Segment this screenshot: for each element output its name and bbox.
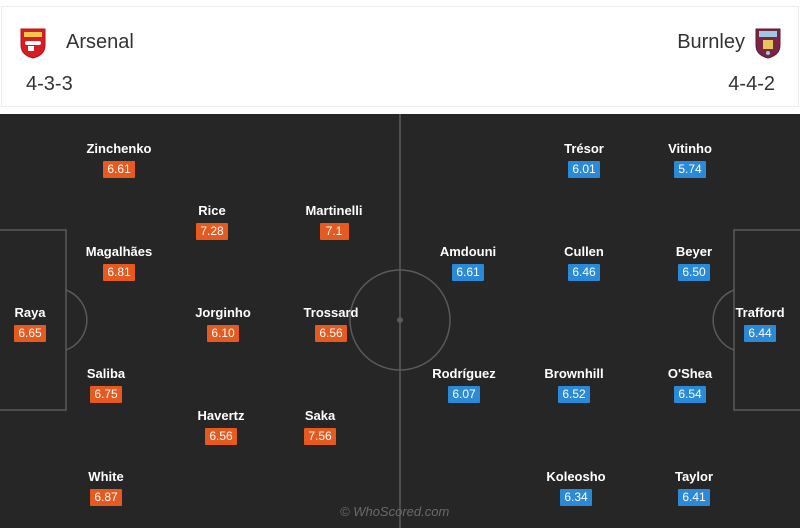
player-magalhaes[interactable]: Magalhães 6.81 bbox=[74, 244, 164, 281]
pitch: Zinchenko 6.61 Rice 7.28 Martinelli 7.1 … bbox=[0, 114, 800, 528]
player-zinchenko[interactable]: Zinchenko 6.61 bbox=[74, 141, 164, 178]
player-white[interactable]: White 6.87 bbox=[61, 469, 151, 506]
match-header: Arsenal 4-3-3 Burnley 4-4-2 bbox=[1, 6, 799, 107]
player-rating: 6.44 bbox=[744, 325, 776, 342]
player-rating: 6.07 bbox=[448, 386, 480, 403]
player-rating: 6.56 bbox=[205, 428, 237, 445]
arsenal-crest-icon bbox=[20, 28, 46, 59]
player-name: Havertz bbox=[197, 408, 245, 423]
player-rating: 6.41 bbox=[678, 489, 710, 506]
away-team-name: Burnley bbox=[677, 31, 745, 53]
player-rating: 7.28 bbox=[196, 223, 228, 240]
whoscored-watermark: © WhoScored.com bbox=[340, 504, 450, 519]
player-rice[interactable]: Rice 7.28 bbox=[167, 203, 257, 240]
player-brownhill[interactable]: Brownhill 6.52 bbox=[529, 366, 619, 403]
player-rating: 5.74 bbox=[674, 161, 706, 178]
player-vitinho[interactable]: Vitinho 5.74 bbox=[645, 141, 735, 178]
player-name: Vitinho bbox=[668, 141, 712, 156]
player-rating: 6.61 bbox=[452, 264, 484, 281]
player-rating: 6.01 bbox=[568, 161, 600, 178]
player-jorginho[interactable]: Jorginho 6.10 bbox=[178, 305, 268, 342]
player-havertz[interactable]: Havertz 6.56 bbox=[176, 408, 266, 445]
player-rating: 7.56 bbox=[304, 428, 336, 445]
player-rating: 7.1 bbox=[319, 223, 349, 240]
player-name: Rodríguez bbox=[432, 366, 496, 381]
player-name: Amdouni bbox=[439, 244, 497, 259]
player-name: Magalhães bbox=[85, 244, 153, 259]
player-name: Koleosho bbox=[546, 469, 606, 484]
player-name: Saliba bbox=[86, 366, 126, 381]
away-formation: 4-4-2 bbox=[728, 73, 775, 95]
player-rating: 6.52 bbox=[558, 386, 590, 403]
player-oshea[interactable]: O'Shea 6.54 bbox=[645, 366, 735, 403]
home-formation: 4-3-3 bbox=[26, 73, 73, 95]
player-raya[interactable]: Raya 6.65 bbox=[0, 305, 75, 342]
player-rodriguez[interactable]: Rodríguez 6.07 bbox=[419, 366, 509, 403]
player-rating: 6.87 bbox=[90, 489, 122, 506]
player-rating: 6.65 bbox=[14, 325, 46, 342]
player-rating: 6.10 bbox=[207, 325, 239, 342]
player-rating: 6.50 bbox=[678, 264, 710, 281]
player-saka[interactable]: Saka 7.56 bbox=[275, 408, 365, 445]
player-cullen[interactable]: Cullen 6.46 bbox=[539, 244, 629, 281]
player-name: Zinchenko bbox=[86, 141, 152, 156]
player-rating: 6.61 bbox=[103, 161, 135, 178]
player-rating: 6.54 bbox=[674, 386, 706, 403]
player-rating: 6.56 bbox=[315, 325, 347, 342]
player-taylor[interactable]: Taylor 6.41 bbox=[649, 469, 739, 506]
player-name: Brownhill bbox=[544, 366, 604, 381]
player-rating: 6.46 bbox=[568, 264, 600, 281]
burnley-crest-icon bbox=[755, 28, 781, 59]
player-beyer[interactable]: Beyer 6.50 bbox=[649, 244, 739, 281]
player-rating: 6.34 bbox=[560, 489, 592, 506]
pitch-markings bbox=[0, 114, 800, 528]
player-name: Trossard bbox=[303, 305, 359, 320]
player-saliba[interactable]: Saliba 6.75 bbox=[61, 366, 151, 403]
player-name: Trafford bbox=[735, 305, 785, 320]
player-name: White bbox=[88, 469, 124, 484]
player-rating: 6.75 bbox=[90, 386, 122, 403]
player-name: Rice bbox=[198, 203, 226, 218]
player-trafford[interactable]: Trafford 6.44 bbox=[715, 305, 800, 342]
player-name: Trésor bbox=[564, 141, 604, 156]
player-name: Raya bbox=[14, 305, 46, 320]
player-name: Beyer bbox=[675, 244, 713, 259]
player-name: O'Shea bbox=[667, 366, 713, 381]
player-name: Taylor bbox=[674, 469, 714, 484]
home-team-name: Arsenal bbox=[66, 31, 134, 53]
player-koleosho[interactable]: Koleosho 6.34 bbox=[531, 469, 621, 506]
player-tresor[interactable]: Trésor 6.01 bbox=[539, 141, 629, 178]
player-trossard[interactable]: Trossard 6.56 bbox=[286, 305, 376, 342]
player-rating: 6.81 bbox=[103, 264, 135, 281]
player-amdouni[interactable]: Amdouni 6.61 bbox=[423, 244, 513, 281]
player-name: Martinelli bbox=[305, 203, 363, 218]
player-name: Saka bbox=[304, 408, 336, 423]
player-martinelli[interactable]: Martinelli 7.1 bbox=[289, 203, 379, 240]
player-name: Cullen bbox=[564, 244, 604, 259]
player-name: Jorginho bbox=[195, 305, 251, 320]
